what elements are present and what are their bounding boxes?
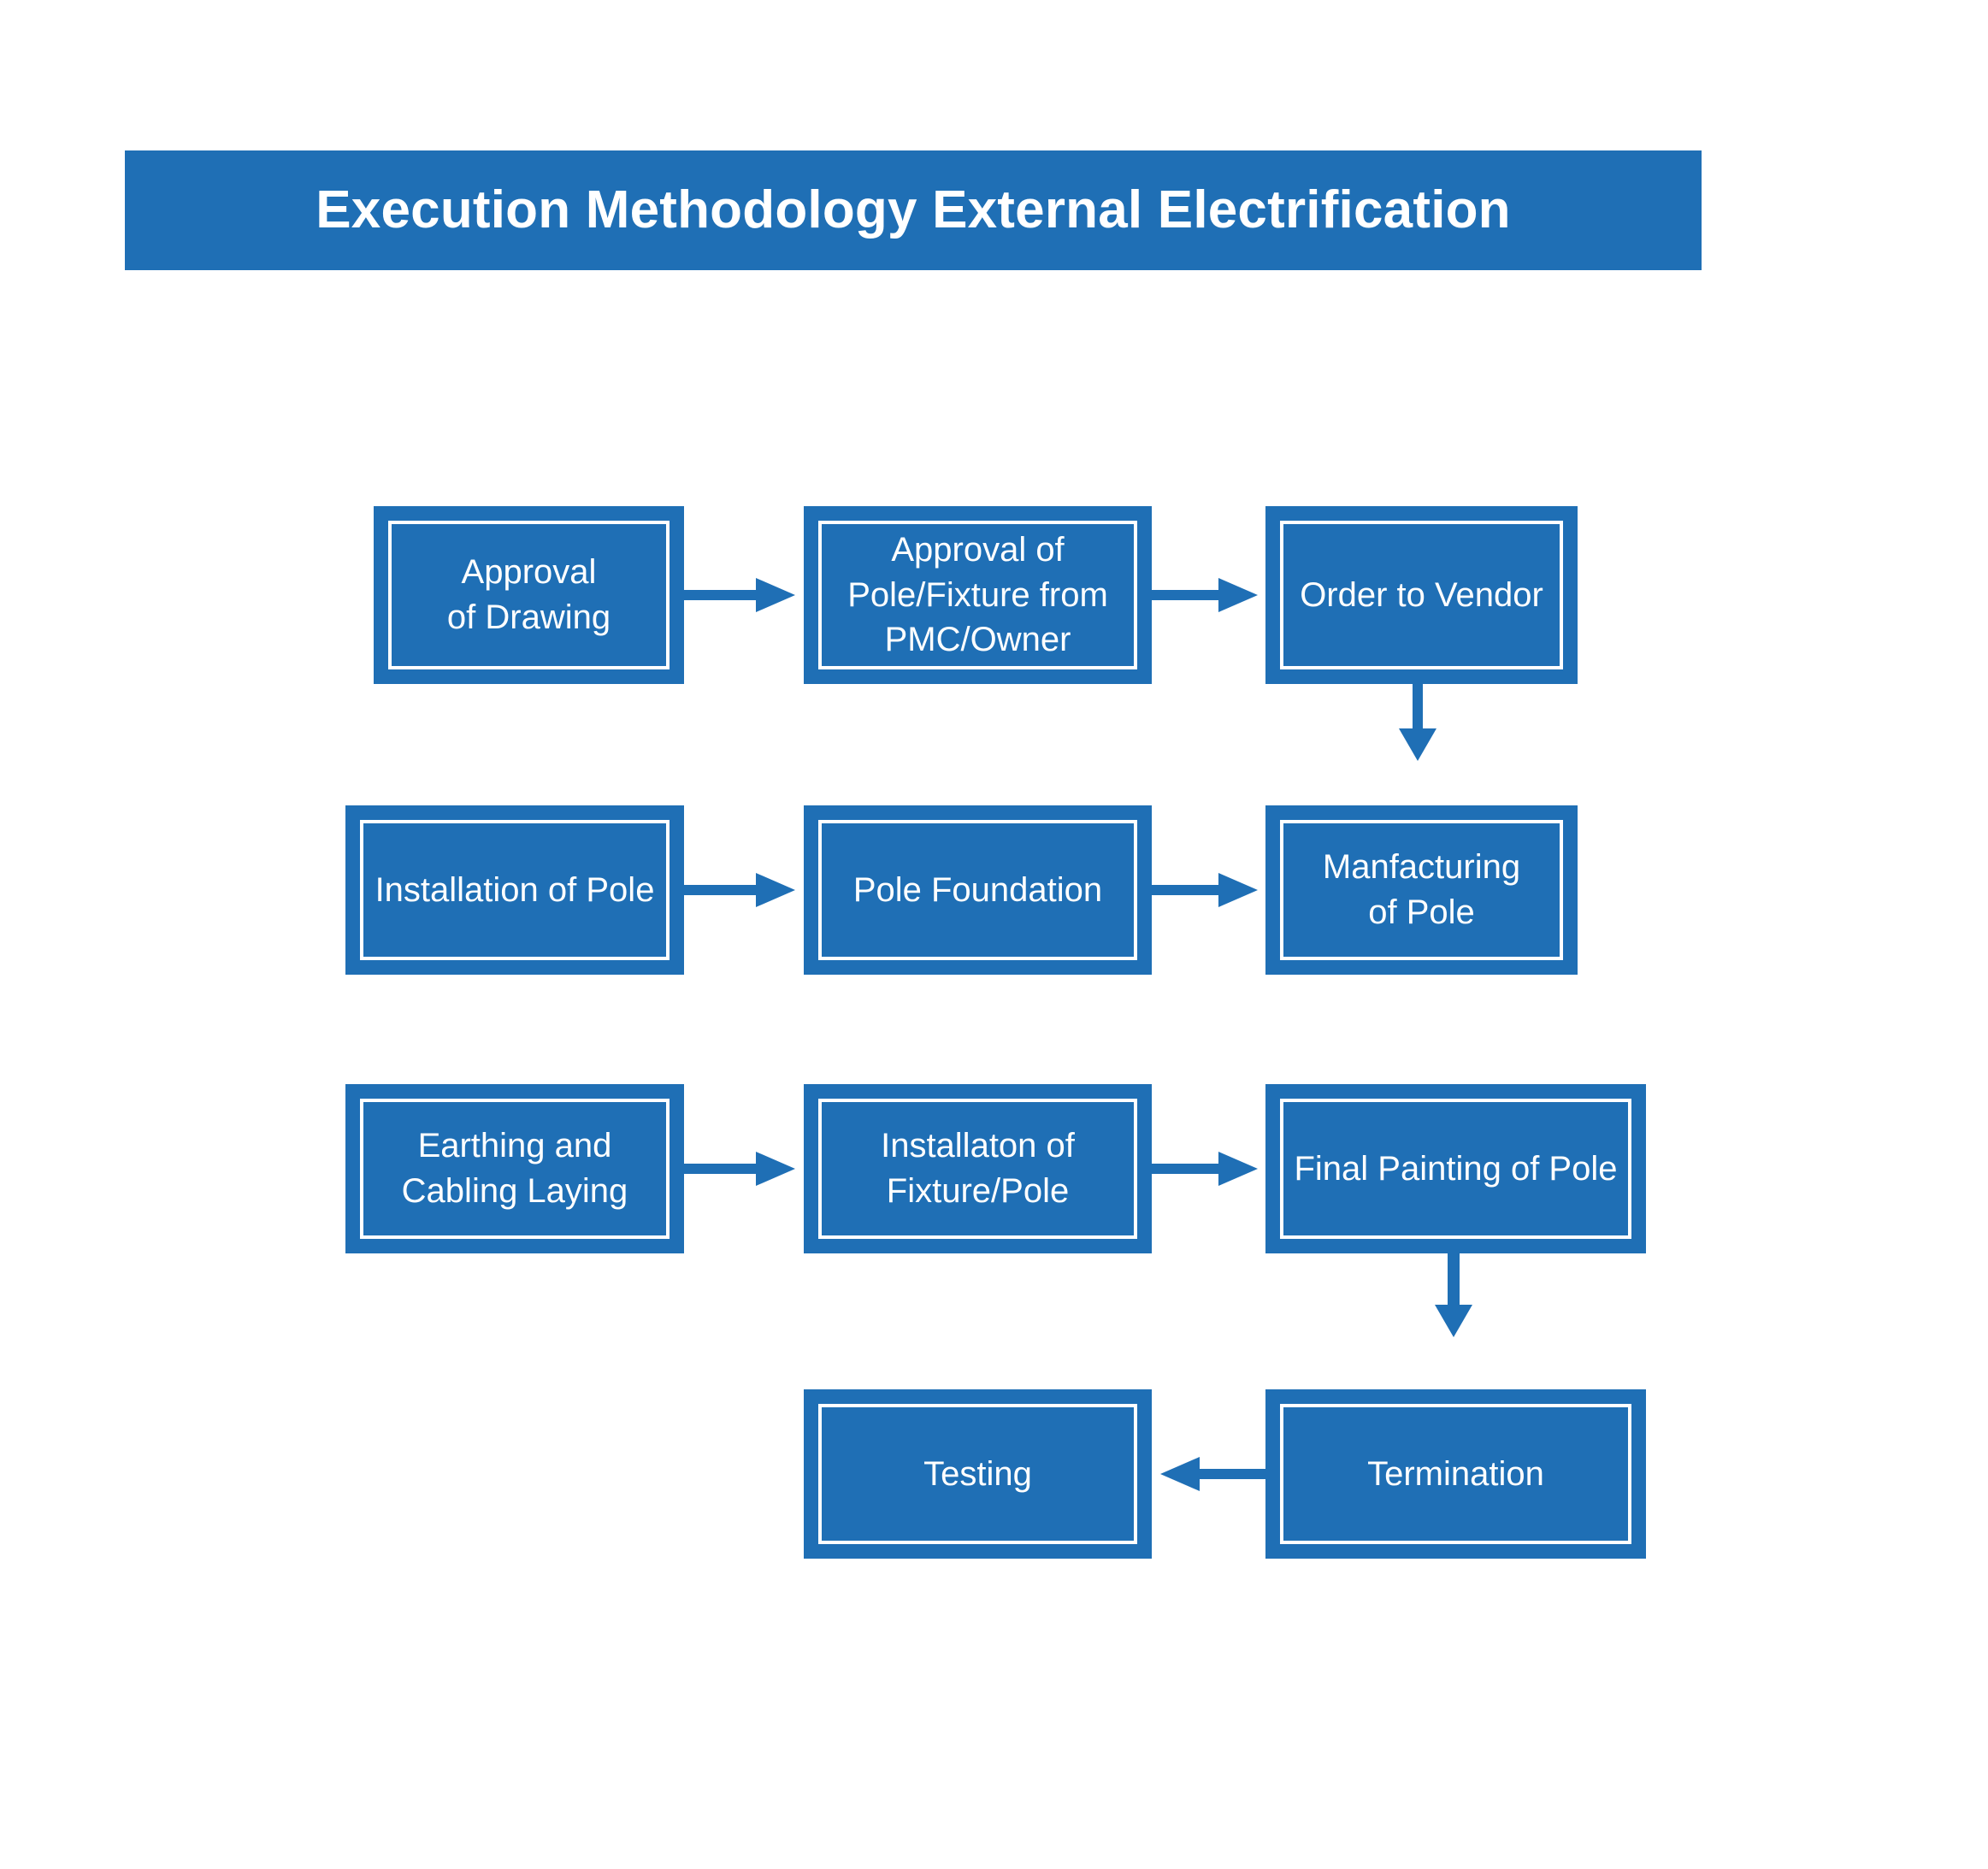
node-approval-of-pole-fixture[interactable]: Approval of Pole/Fixture from PMC/Owner: [804, 506, 1152, 684]
node-inner-border: Earthing and Cabling Laying: [360, 1099, 670, 1239]
node-installaton-of-fixture[interactable]: Installaton of Fixture/Pole: [804, 1084, 1152, 1253]
node-label-manfacturing-of-pole: Manfacturing of Pole: [1322, 848, 1521, 931]
node-inner-border: Installaton of Fixture/Pole: [818, 1099, 1137, 1239]
node-approval-of-drawing[interactable]: Approval of Drawing: [374, 506, 684, 684]
node-label-termination: Termination: [1367, 1454, 1544, 1493]
node-inner-border: Approval of Drawing: [388, 521, 670, 669]
node-inner-border: Manfacturing of Pole: [1280, 820, 1563, 960]
node-order-to-vendor[interactable]: Order to Vendor: [1265, 506, 1578, 684]
node-label-testing: Testing: [923, 1454, 1032, 1493]
arrow-right-drawing-to-pole-fixture: [684, 576, 804, 614]
arrow-right-foundation-to-manfacturing: [1152, 871, 1265, 909]
node-inner-border: Approval of Pole/Fixture from PMC/Owner: [818, 521, 1137, 669]
node-label-approval-of-pole-fixture: Approval of Pole/Fixture from PMC/Owner: [847, 530, 1108, 659]
node-label-installaton-of-fixture: Installaton of Fixture/Pole: [881, 1127, 1075, 1210]
node-inner-border: Termination: [1280, 1404, 1631, 1544]
node-installation-of-pole[interactable]: Installation of Pole: [345, 805, 684, 975]
node-earthing-and-cabling[interactable]: Earthing and Cabling Laying: [345, 1084, 684, 1253]
node-label-final-painting-of-pole: Final Painting of Pole: [1294, 1149, 1618, 1188]
node-termination[interactable]: Termination: [1265, 1389, 1646, 1559]
node-testing[interactable]: Testing: [804, 1389, 1152, 1559]
arrow-right-fixture-to-painting: [1152, 1150, 1265, 1188]
arrow-down-order-to-manfacturing: [1394, 684, 1442, 763]
node-inner-border: Installation of Pole: [360, 820, 670, 960]
node-manfacturing-of-pole[interactable]: Manfacturing of Pole: [1265, 805, 1578, 975]
page-title: Execution Methodology External Electrifi…: [316, 180, 1511, 239]
node-final-painting-of-pole[interactable]: Final Painting of Pole: [1265, 1084, 1646, 1253]
page-title-banner: Execution Methodology External Electrifi…: [125, 150, 1702, 270]
node-label-installation-of-pole: Installation of Pole: [375, 870, 655, 909]
node-inner-border: Final Painting of Pole: [1280, 1099, 1631, 1239]
node-inner-border: Testing: [818, 1404, 1137, 1544]
node-label-order-to-vendor: Order to Vendor: [1300, 575, 1543, 614]
node-label-approval-of-drawing: Approval of Drawing: [446, 553, 611, 636]
node-label-earthing-and-cabling: Earthing and Cabling Laying: [401, 1127, 628, 1210]
arrow-down-painting-to-termination: [1430, 1253, 1478, 1339]
arrow-right-earthing-to-fixture: [684, 1150, 804, 1188]
arrow-left-termination-to-testing: [1152, 1455, 1265, 1493]
arrow-right-pole-fixture-to-order: [1152, 576, 1265, 614]
node-pole-foundation[interactable]: Pole Foundation: [804, 805, 1152, 975]
node-inner-border: Order to Vendor: [1280, 521, 1563, 669]
node-inner-border: Pole Foundation: [818, 820, 1137, 960]
node-label-pole-foundation: Pole Foundation: [852, 870, 1103, 909]
arrow-right-installation-to-foundation: [684, 871, 804, 909]
